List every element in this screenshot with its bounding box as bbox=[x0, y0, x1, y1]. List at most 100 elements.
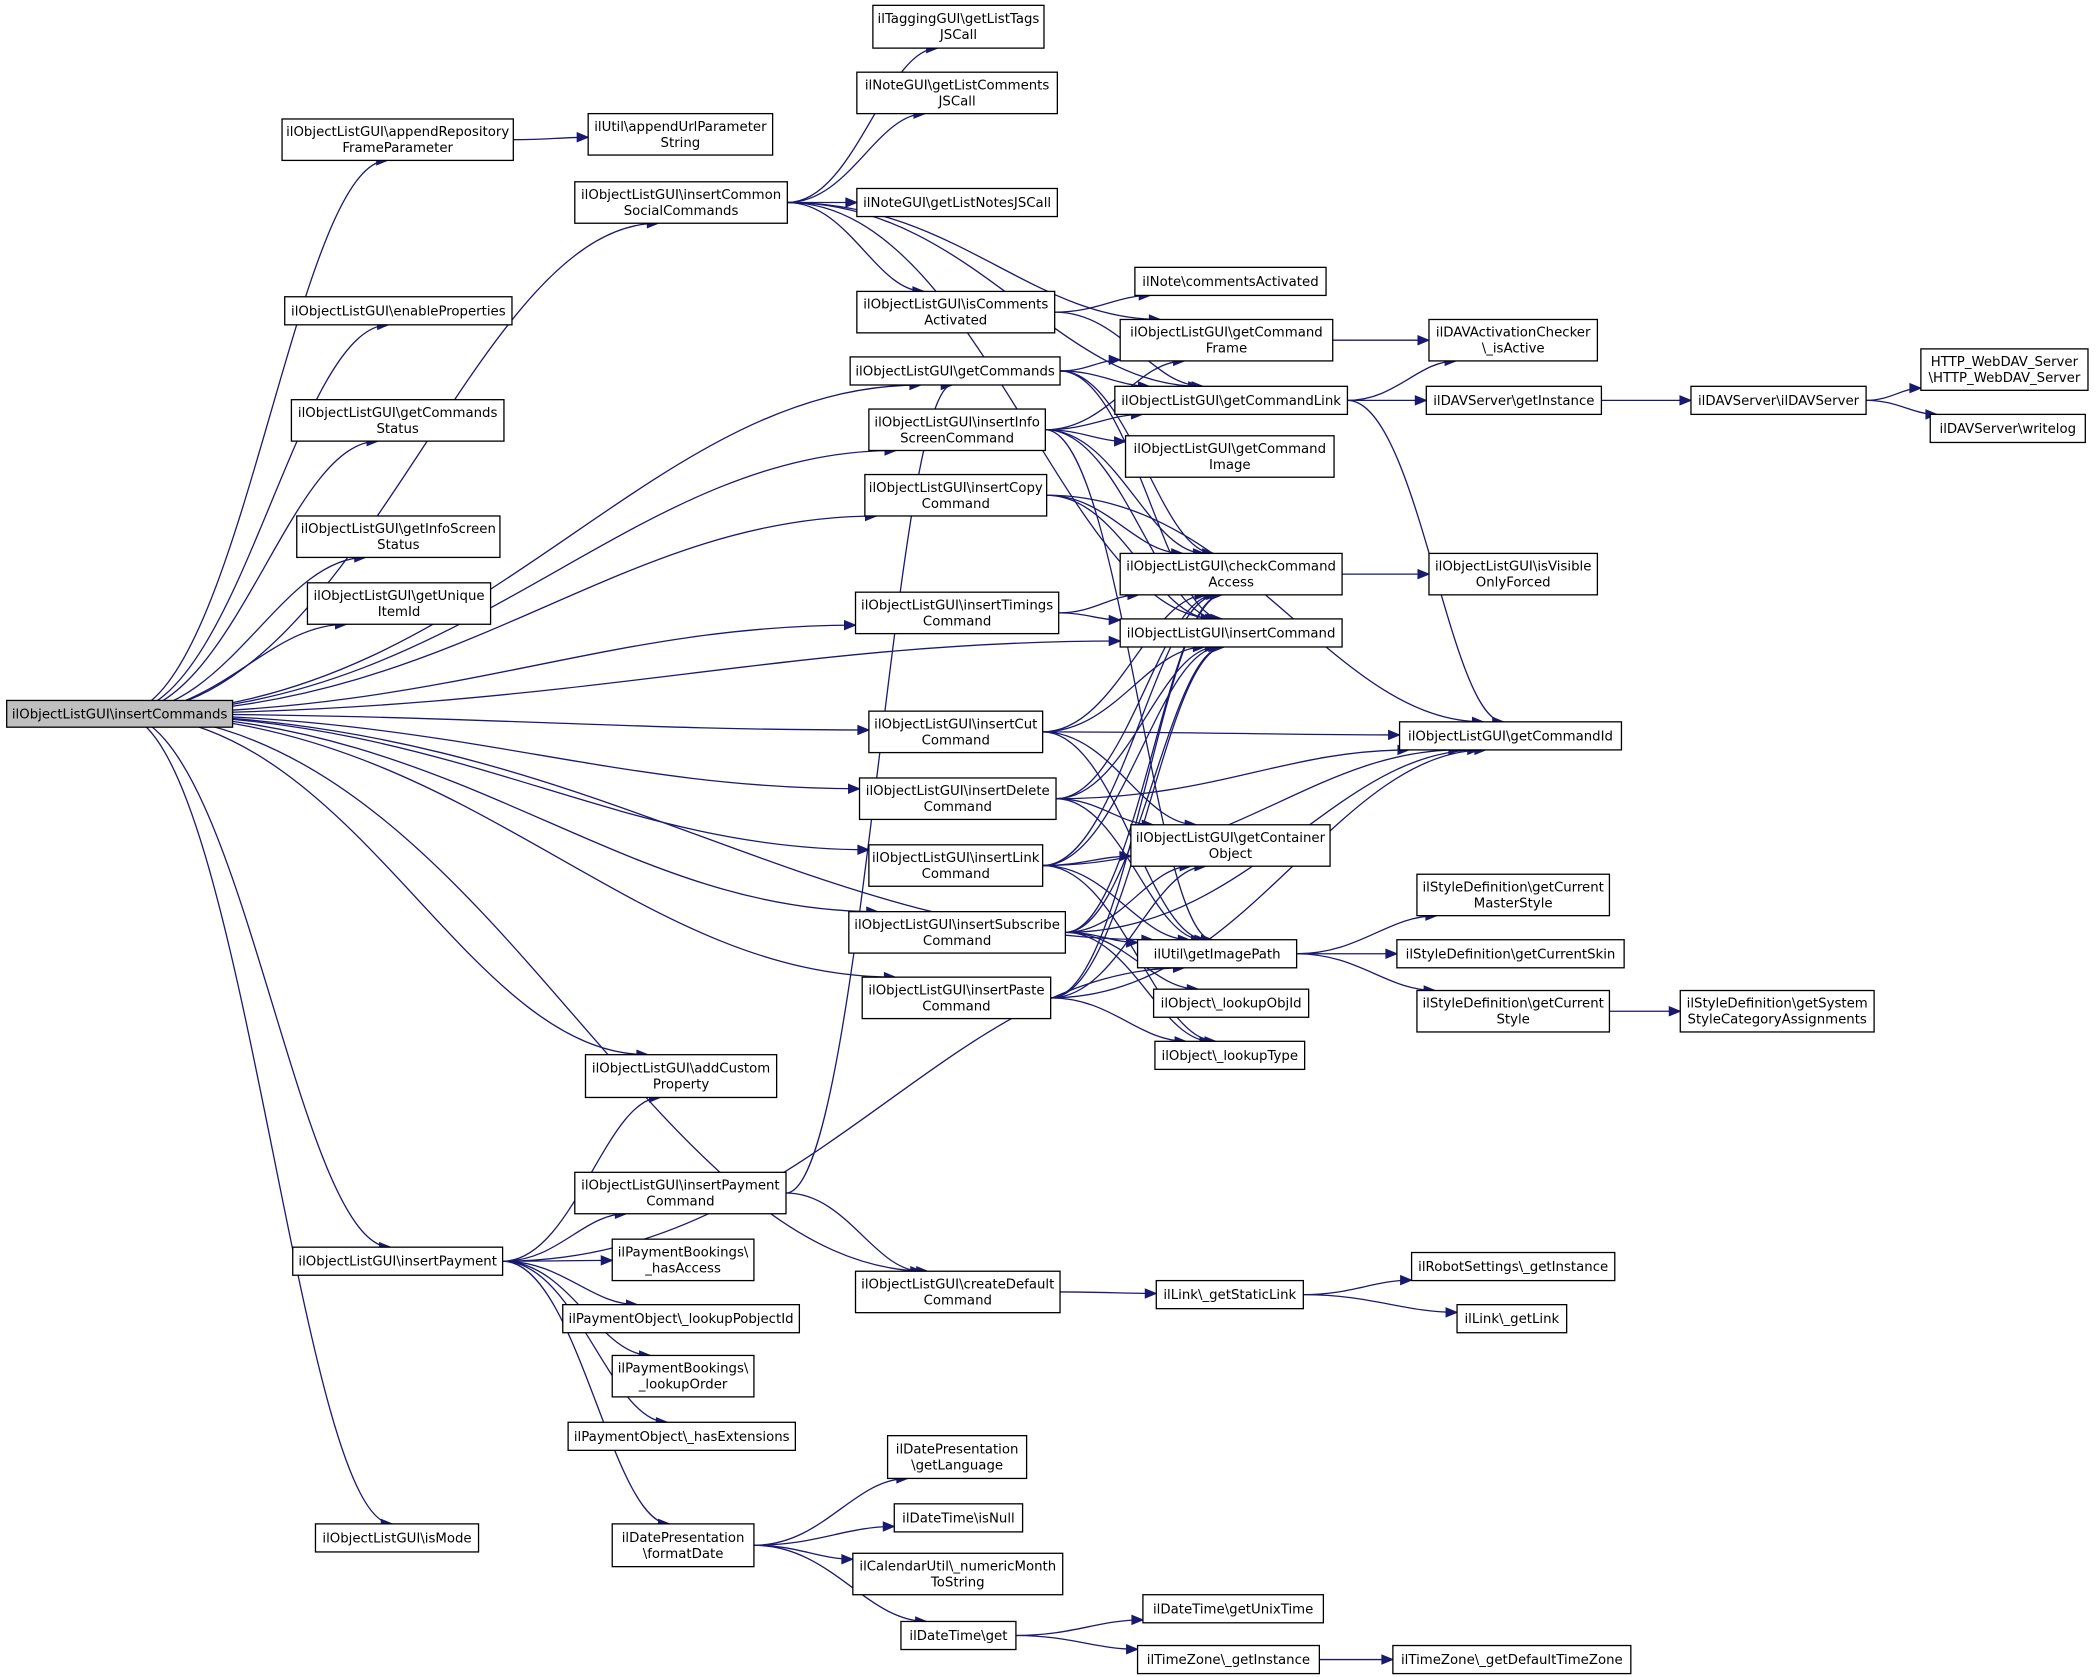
function-node-isMode[interactable]: ilObjectListGUI\isMode bbox=[314, 1523, 480, 1553]
edge-line bbox=[1050, 749, 1486, 999]
function-node-styleSystem[interactable]: ilStyleDefinition\getSystemStyleCategory… bbox=[1679, 989, 1875, 1033]
function-node-payHasAccess[interactable]: ilPaymentBookings\_hasAccess bbox=[611, 1238, 755, 1282]
edge-arrowhead bbox=[845, 197, 859, 208]
node-box bbox=[1920, 348, 2089, 391]
function-node-davWritelog[interactable]: ilDAVServer\writelog bbox=[1929, 413, 2086, 444]
function-node-getCommands[interactable]: ilObjectListGUI\getCommands bbox=[849, 356, 1061, 386]
function-node-formatDate[interactable]: ilDatePresentation\formatDate bbox=[611, 1523, 755, 1568]
edge-line bbox=[119, 440, 379, 715]
function-node-dtUnix[interactable]: ilDateTime\getUnixTime bbox=[1142, 1594, 1325, 1624]
function-node-davGetInstance[interactable]: ilDAVServer\getInstance bbox=[1425, 385, 1603, 416]
node-box bbox=[868, 844, 1044, 887]
function-node-davChecker[interactable]: ilDAVActivationChecker\_isActive bbox=[1428, 318, 1599, 362]
edge-arrowhead bbox=[1381, 1654, 1395, 1665]
node-box bbox=[6, 699, 234, 728]
edge-line bbox=[1296, 915, 1437, 955]
edge-line bbox=[1054, 294, 1151, 313]
function-node-lookupObjId[interactable]: ilObject\_lookupObjId bbox=[1152, 988, 1310, 1018]
function-node-tzDefault[interactable]: ilTimeZone\_getDefaultTimeZone bbox=[1392, 1644, 1632, 1675]
function-node-root[interactable]: ilObjectListGUI\insertCommands bbox=[6, 699, 234, 728]
node-box bbox=[1929, 413, 2086, 444]
node-box bbox=[1134, 266, 1327, 297]
edge-line bbox=[1046, 494, 1484, 723]
function-node-noteNotes[interactable]: ilNoteGUI\getListNotesJSCall bbox=[856, 187, 1059, 218]
function-node-payLookupOrder[interactable]: ilPaymentBookings\_lookupOrder bbox=[611, 1354, 755, 1398]
function-node-insertPayment[interactable]: ilObjectListGUI\insertPayment bbox=[292, 1246, 504, 1276]
function-node-insertCommand[interactable]: ilObjectListGUI\insertCommand bbox=[1119, 618, 1343, 648]
node-box bbox=[1154, 1040, 1306, 1071]
function-node-httpDav[interactable]: HTTP_WebDAV_Server\HTTP_WebDAV_Server bbox=[1920, 348, 2089, 391]
function-node-getLink[interactable]: ilLink\_getLink bbox=[1456, 1304, 1568, 1334]
edge-getStaticLink-to-getLink bbox=[1303, 1293, 1459, 1318]
edge-line bbox=[1045, 413, 1143, 431]
node-label: ilNoteGUI\getListNotesJSCall bbox=[863, 196, 1051, 211]
function-node-payHasExt[interactable]: ilPaymentObject\_hasExtensions bbox=[567, 1421, 797, 1452]
edge-line bbox=[1060, 1291, 1157, 1295]
function-node-davServer[interactable]: ilDAVServer\ilDAVServer bbox=[1690, 385, 1867, 416]
function-node-appendRepo[interactable]: ilObjectListGUI\appendRepositoryFramePar… bbox=[281, 118, 514, 162]
edge-insertCut-to-getCommandId bbox=[1042, 729, 1401, 741]
node-label: Status bbox=[377, 538, 419, 553]
node-box bbox=[1428, 318, 1599, 362]
node-label: ilObjectListGUI\addCustom bbox=[592, 1062, 770, 1077]
function-node-getCommandLink[interactable]: ilObjectListGUI\getCommandLink bbox=[1114, 385, 1349, 416]
function-node-dtIsNull[interactable]: ilDateTime\isNull bbox=[893, 1503, 1024, 1533]
edge-line bbox=[785, 1192, 922, 1272]
node-label: ilStyleDefinition\getCurrent bbox=[1422, 997, 1603, 1012]
function-node-styleSkin[interactable]: ilStyleDefinition\getCurrentSkin bbox=[1396, 939, 1625, 969]
edge-arrowhead bbox=[857, 844, 871, 856]
function-node-dtGet[interactable]: ilDateTime\get bbox=[900, 1620, 1017, 1651]
node-box bbox=[848, 911, 1067, 954]
function-node-tzInstance[interactable]: ilTimeZone\_getInstance bbox=[1136, 1644, 1321, 1675]
node-label: ilTimeZone\_getDefaultTimeZone bbox=[1401, 1653, 1623, 1668]
function-node-dateLang[interactable]: ilDatePresentation\getLanguage bbox=[886, 1435, 1028, 1480]
edge-insertPaste-to-getContainer bbox=[1050, 860, 1208, 999]
node-box bbox=[868, 408, 1046, 452]
function-node-getImagePath[interactable]: ilUtil\getImagePath bbox=[1136, 939, 1298, 969]
node-label: ilObjectListGUI\getContainer bbox=[1136, 831, 1326, 846]
edge-checkCommand-to-isVisible bbox=[1342, 568, 1431, 580]
node-box bbox=[611, 1354, 755, 1398]
function-node-payLookupId[interactable]: ilPaymentObject\_lookupPobjectId bbox=[562, 1304, 801, 1334]
edge-getCommandFrame-to-davChecker bbox=[1332, 334, 1431, 346]
function-node-getCommandId[interactable]: ilObjectListGUI\getCommandId bbox=[1398, 721, 1623, 751]
function-node-noteCommentsAct[interactable]: ilNote\commentsActivated bbox=[1134, 266, 1327, 297]
function-node-robot[interactable]: ilRobotSettings\_getInstance bbox=[1410, 1251, 1616, 1282]
function-node-getStaticLink[interactable]: ilLink\_getStaticLink bbox=[1155, 1279, 1304, 1310]
edge-line bbox=[119, 556, 366, 715]
node-label: ilDAVServer\ilDAVServer bbox=[1698, 394, 1860, 409]
function-node-insertCommon[interactable]: ilObjectListGUI\insertCommonSocialComman… bbox=[574, 181, 788, 224]
function-node-enableProps[interactable]: ilObjectListGUI\enableProperties bbox=[284, 296, 513, 326]
edge-root-to-getUniqueId bbox=[119, 619, 348, 715]
edge-styleCurrent-to-styleSystem bbox=[1609, 1005, 1682, 1017]
node-box bbox=[1425, 385, 1603, 416]
function-node-lookupType[interactable]: ilObject\_lookupType bbox=[1154, 1040, 1306, 1071]
node-label: _lookupOrder bbox=[638, 1378, 728, 1393]
